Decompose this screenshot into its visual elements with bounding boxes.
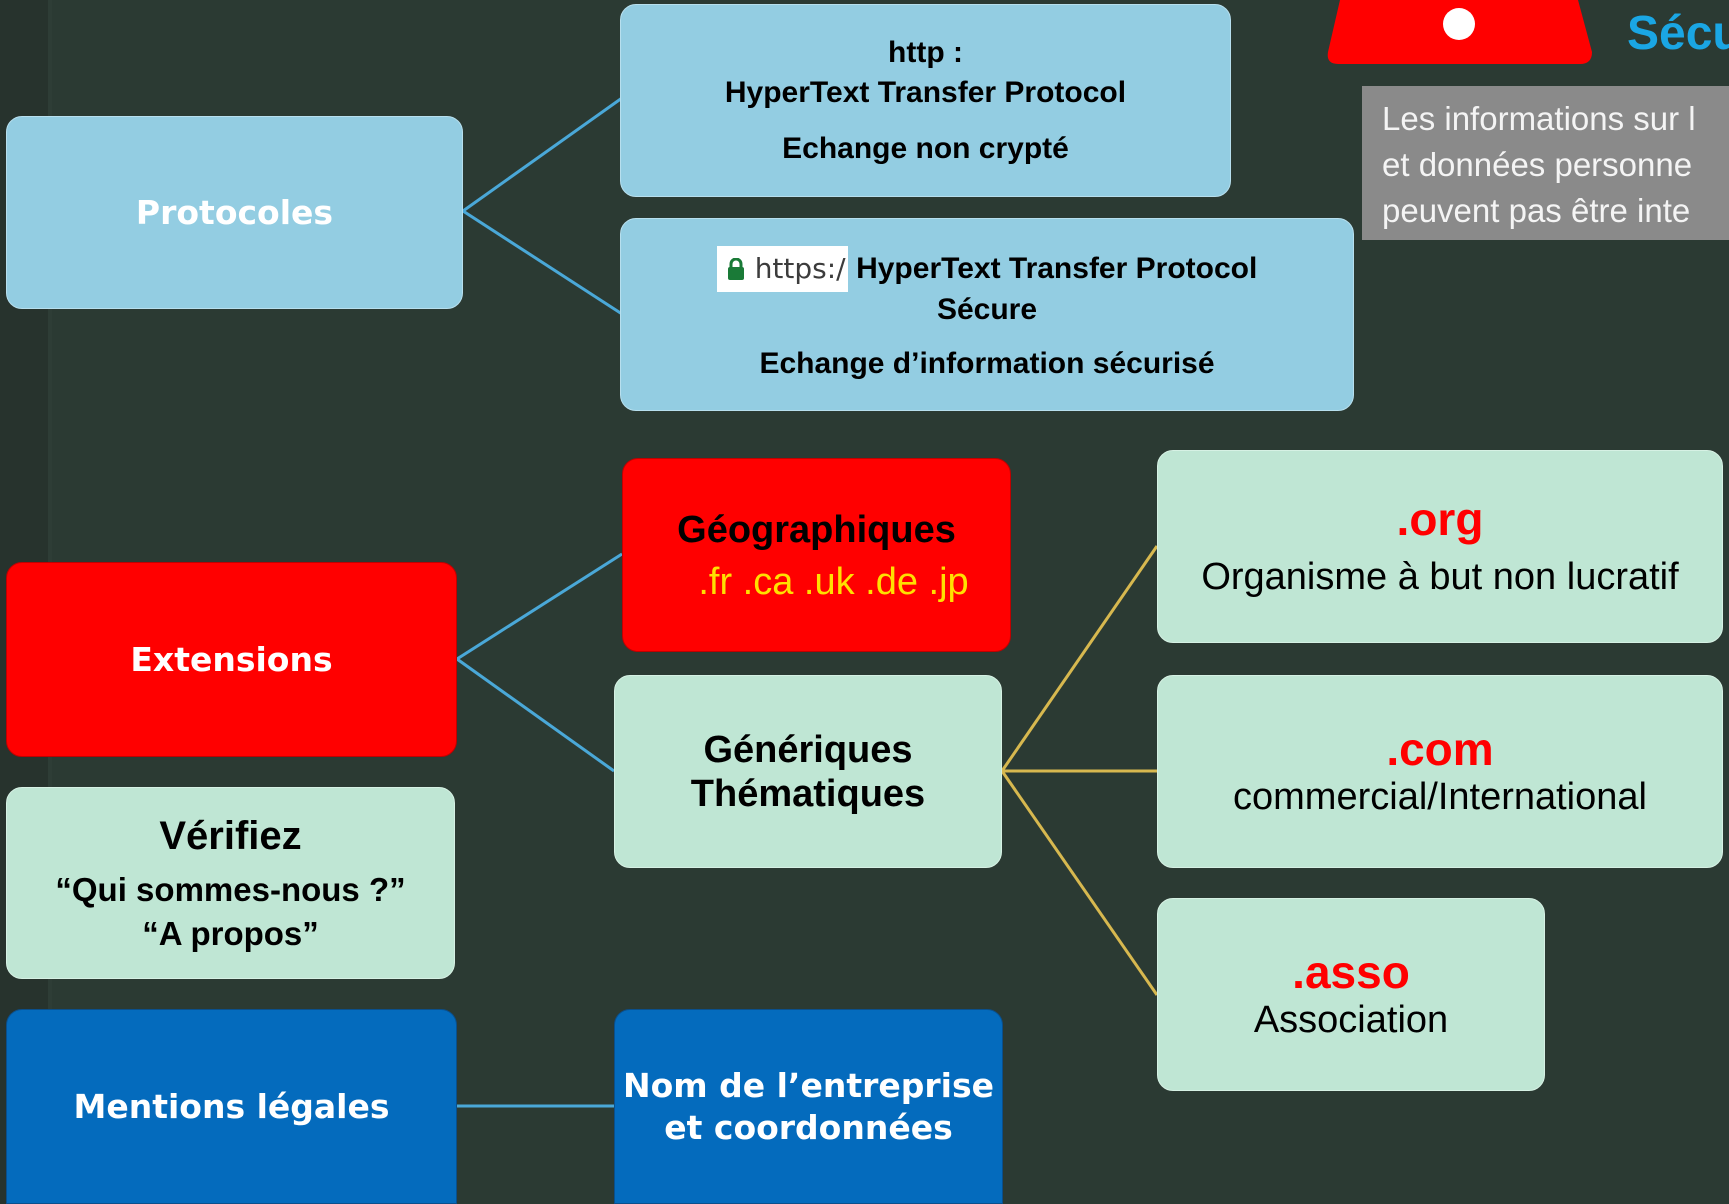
connector-protocoles-https xyxy=(462,209,623,316)
domain-com-node: .com commercial/International xyxy=(1157,675,1723,868)
connector-protocoles-http xyxy=(462,96,623,213)
mentions-detail-line2: et coordonnées xyxy=(664,1107,953,1147)
connector-extensions-geo xyxy=(456,552,623,661)
mentions-detail-node: Nom de l’entreprise et coordonnées xyxy=(614,1009,1003,1204)
verifiez-node: Vérifiez “Qui sommes-nous ?” “A propos” xyxy=(6,787,455,979)
connector-extensions-generic xyxy=(456,657,615,773)
generiques-node: Génériques Thématiques xyxy=(614,675,1002,868)
mentions-legales-node: Mentions légales xyxy=(6,1009,457,1204)
http-line2: HyperText Transfer Protocol xyxy=(724,75,1127,109)
domain-org-node: .org Organisme à but non lucratif xyxy=(1157,450,1723,643)
extensions-node: Extensions xyxy=(6,562,457,757)
https-badge: https:/ xyxy=(716,245,848,292)
verifiez-line2: “A propos” xyxy=(142,915,319,952)
http-line1: http : xyxy=(888,35,963,69)
security-info-line: peuvent pas être inte xyxy=(1382,192,1691,229)
http-line3: Echange non crypté xyxy=(782,131,1069,165)
verifiez-line1: “Qui sommes-nous ?” xyxy=(55,871,406,908)
domain-com-ext: .com xyxy=(1386,722,1494,775)
domain-asso-ext: .asso xyxy=(1292,945,1410,998)
https-node: https:/ HyperText Transfer Protocol Sécu… xyxy=(620,218,1354,411)
generic-line2: Thématiques xyxy=(690,772,926,815)
security-info-line: et données personne xyxy=(1382,146,1693,183)
connector-generic-asso xyxy=(1000,770,1159,996)
padlock-icon xyxy=(727,257,744,280)
security-title: Sécu xyxy=(1627,7,1729,60)
https-line1: HyperText Transfer Protocol xyxy=(856,251,1258,285)
connector-generic-org xyxy=(1000,545,1159,772)
security-info-line: Les informations sur l xyxy=(1382,100,1696,137)
http-node: http : HyperText Transfer Protocol Echan… xyxy=(620,4,1231,197)
https-badge-text: https:/ xyxy=(754,252,846,285)
geo-examples: .fr .ca .uk .de .jp xyxy=(698,561,969,603)
mentions-detail-line1: Nom de l’entreprise xyxy=(622,1065,995,1105)
https-line2: Sécure xyxy=(936,292,1038,326)
verifiez-title: Vérifiez xyxy=(159,814,302,858)
protocoles-label: Protocoles xyxy=(135,193,334,232)
domain-org-desc: Organisme à but non lucratif xyxy=(1201,555,1679,598)
geographiques-node: Géographiques .fr .ca .uk .de .jp xyxy=(622,458,1011,652)
domain-org-ext: .org xyxy=(1396,492,1484,545)
mentions-label: Mentions légales xyxy=(73,1087,390,1126)
domain-asso-desc: Association xyxy=(1253,998,1449,1041)
domain-asso-node: .asso Association xyxy=(1157,898,1545,1091)
security-info-panel: Les informations sur l et données person… xyxy=(1362,86,1729,240)
protocoles-node: Protocoles xyxy=(6,116,463,309)
geo-title: Géographiques xyxy=(677,509,956,551)
warning-triangle-icon xyxy=(1327,0,1592,64)
https-first-row: https:/ HyperText Transfer Protocol xyxy=(716,245,1258,292)
generic-line1: Génériques xyxy=(703,728,913,771)
extensions-label: Extensions xyxy=(130,640,333,679)
https-line3: Echange d’information sécurisé xyxy=(759,346,1215,380)
domain-com-desc: commercial/International xyxy=(1233,775,1647,818)
